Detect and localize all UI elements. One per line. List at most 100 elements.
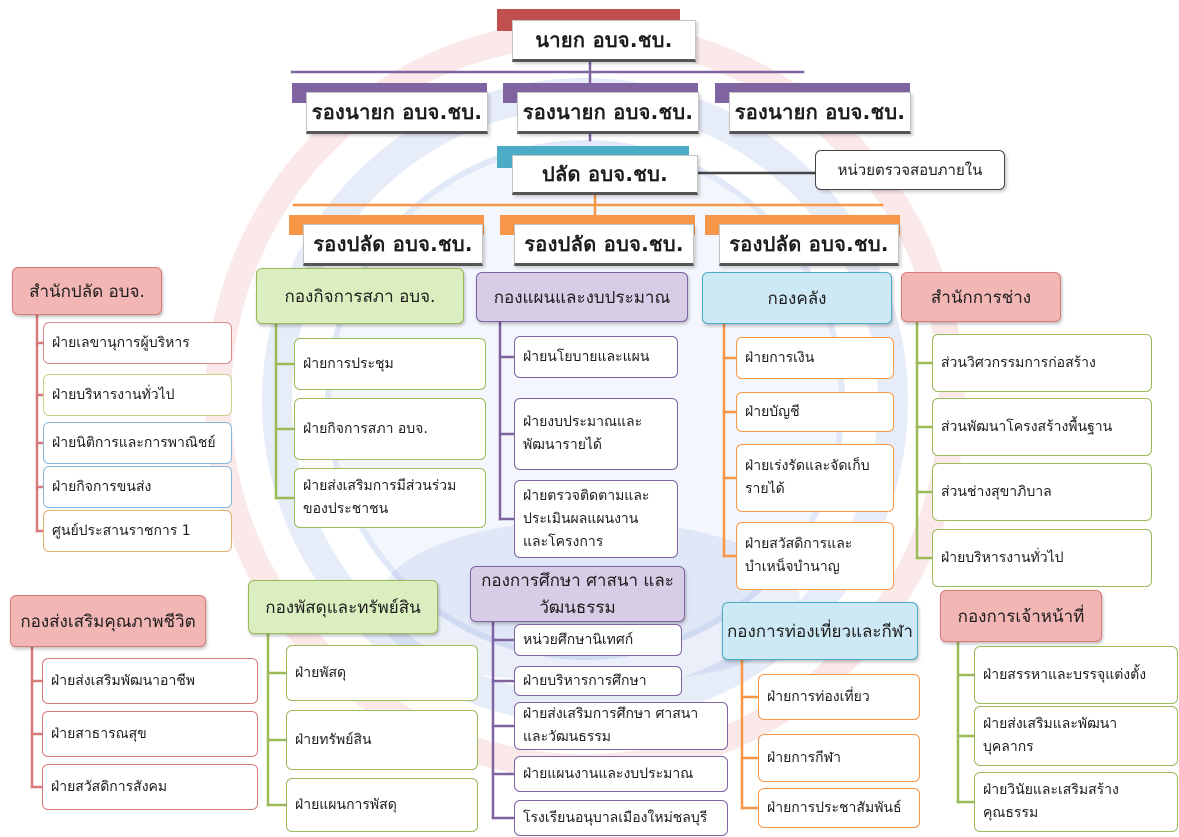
section-box-label: ฝ่ายสรรหาและบรรจุแต่งตั้ง (983, 666, 1147, 683)
section-box-label: ฝ่ายบัญชี (745, 403, 800, 420)
section-box: ฝ่ายสวัสดิการสังคม (42, 764, 258, 810)
internal-audit-box-label: หน่วยตรวจสอบภายใน (837, 161, 983, 179)
division-header-label: สำนักการช่าง (930, 287, 1032, 308)
division-header: สำนักปลัด อบจ. (12, 267, 162, 315)
section-box-label: ฝ่ายบริหารงานทั่วไป (52, 386, 175, 403)
division-header: กองแผนและงบประมาณ (476, 272, 688, 322)
section-box-label: ฝ่ายส่งเสริมการศึกษา ศาสนา และวัฒนธรรม (523, 706, 699, 745)
section-box: ฝ่ายสวัสดิการและ บำเหน็จบำนาญ (736, 522, 894, 590)
division-header: กองกิจการสภา อบจ. (256, 268, 464, 324)
internal-audit-box: หน่วยตรวจสอบภายใน (815, 150, 1005, 190)
deputy-mayor-box: รองนายก อบจ.ชบ. (306, 92, 488, 134)
section-box: ฝ่ายวินัยและเสริมสร้าง คุณธรรม (974, 772, 1178, 832)
section-box: ฝ่ายสรรหาและบรรจุแต่งตั้ง (974, 646, 1178, 704)
section-box: ฝ่ายเลขานุการผู้บริหาร (43, 322, 232, 364)
section-box-label: ฝ่ายพัสดุ (295, 664, 347, 681)
section-box: ฝ่ายการกีฬา (758, 734, 920, 782)
deputy-clerk-box-label: รองปลัด อบจ.ชบ. (524, 232, 684, 256)
section-box-label: ส่วนช่างสุขาภิบาล (941, 483, 1052, 500)
section-box: โรงเรียนอนุบาลเมืองใหม่ชลบุรี (514, 800, 728, 836)
section-box: ฝ่ายบัญชี (736, 392, 894, 432)
section-box-label: ฝ่ายการประชาสัมพันธ์ (767, 799, 902, 816)
section-box: ฝ่ายการประชุม (294, 338, 486, 390)
deputy-mayor-box-label: รองนายก อบจ.ชบ. (311, 100, 483, 124)
section-box-label: ฝ่ายสวัสดิการและ บำเหน็จบำนาญ (745, 536, 853, 575)
section-box: ฝ่ายการประชาสัมพันธ์ (758, 788, 920, 828)
deputy-clerk-box-label: รองปลัด อบจ.ชบ. (729, 232, 889, 256)
section-box: ศูนย์ประสานราชการ 1 (43, 510, 232, 552)
deputy-clerk-box: รองปลัด อบจ.ชบ. (303, 224, 483, 266)
section-box-label: ฝ่ายการกีฬา (767, 749, 842, 766)
section-box: ฝ่ายเร่งรัดและจัดเก็บ รายได้ (736, 444, 894, 512)
section-box-label: ฝ่ายส่งเสริมพัฒนาอาชีพ (51, 672, 196, 689)
deputy-clerk-box: รองปลัด อบจ.ชบ. (514, 224, 694, 266)
section-box-label: ฝ่ายการเงิน (745, 349, 815, 366)
section-box: ฝ่ายส่งเสริมและพัฒนา บุคลากร (974, 706, 1178, 766)
clerk-box-label: ปลัด อบจ.ชบ. (541, 162, 669, 186)
division-header: กองการศึกษา ศาสนา และ วัฒนธรรม (470, 566, 685, 622)
division-header-label: สำนักปลัด อบจ. (29, 281, 145, 302)
section-box: ฝ่ายการเงิน (736, 337, 894, 379)
section-box: ฝ่ายบริหารการศึกษา (514, 666, 682, 696)
division-header: สำนักการช่าง (901, 272, 1061, 322)
section-box: ส่วนช่างสุขาภิบาล (932, 463, 1152, 521)
division-header: กองพัสดุและทรัพย์สิน (248, 580, 438, 634)
section-box: หน่วยศึกษานิเทศก์ (514, 624, 682, 656)
division-header-label: กองแผนและงบประมาณ (493, 287, 671, 308)
section-box-label: ส่วนวิศวกรรมการก่อสร้าง (941, 354, 1096, 371)
section-box-label: ฝ่ายงบประมาณและ พัฒนารายได้ (523, 414, 643, 453)
section-box-label: ฝ่ายบริหารงานทั่วไป (941, 549, 1064, 566)
division-header-label: กองพัสดุและทรัพย์สิน (265, 597, 421, 618)
division-header-label: กองการศึกษา ศาสนา และ วัฒนธรรม (481, 571, 674, 618)
section-box-label: ฝ่ายทรัพย์สิน (295, 731, 372, 748)
section-box: ฝ่ายนิติการและการพาณิชย์ (43, 422, 232, 464)
section-box-label: ฝ่ายกิจการสภา อบจ. (303, 420, 428, 437)
section-box-label: ฝ่ายแผนการพัสดุ (295, 796, 397, 813)
section-box-label: ฝ่ายบริหารการศึกษา (523, 672, 647, 689)
deputy-clerk-box: รองปลัด อบจ.ชบ. (719, 224, 899, 266)
section-box-label: ฝ่ายการท่องเที่ยว (767, 688, 870, 705)
section-box: ฝ่ายพัสดุ (286, 645, 478, 701)
deputy-mayor-box-label: รองนายก อบจ.ชบ. (522, 100, 694, 124)
division-header: กองส่งเสริมคุณภาพชีวิต (10, 595, 206, 647)
section-box-label: ฝ่ายเลขานุการผู้บริหาร (52, 334, 190, 351)
division-header-label: กองการเจ้าหน้าที่ (957, 606, 1085, 627)
division-header-label: กองการท่องเที่ยวและกีฬา (727, 621, 913, 642)
section-box-label: ส่วนพัฒนาโครงสร้างพื้นฐาน (941, 418, 1113, 435)
section-box: ฝ่ายแผนงานและงบประมาณ (514, 756, 728, 792)
section-box-label: ฝ่ายตรวจติดตามและ ประเมินผลแผนงาน และโคร… (523, 487, 650, 550)
section-box: ฝ่ายส่งเสริมการศึกษา ศาสนา และวัฒนธรรม (514, 702, 728, 750)
section-box: ฝ่ายสาธารณสุข (42, 711, 258, 757)
deputy-clerk-box-label: รองปลัด อบจ.ชบ. (313, 232, 473, 256)
section-box-label: ฝ่ายวินัยและเสริมสร้าง คุณธรรม (983, 782, 1119, 821)
section-box-label: ศูนย์ประสานราชการ 1 (52, 522, 191, 539)
section-box: ฝ่ายนโยบายและแผน (514, 336, 678, 378)
section-box-label: หน่วยศึกษานิเทศก์ (523, 631, 634, 648)
division-header: กองการเจ้าหน้าที่ (940, 590, 1102, 642)
division-header-label: กองกิจการสภา อบจ. (284, 286, 436, 307)
section-box: ฝ่ายแผนการพัสดุ (286, 778, 478, 832)
section-box: ฝ่ายตรวจติดตามและ ประเมินผลแผนงาน และโคร… (514, 480, 678, 558)
section-box-label: ฝ่ายส่งเสริมและพัฒนา บุคลากร (983, 716, 1118, 755)
section-box-label: ฝ่ายนิติการและการพาณิชย์ (52, 434, 216, 451)
section-box-label: ฝ่ายแผนงานและงบประมาณ (523, 765, 694, 782)
section-box: ฝ่ายงบประมาณและ พัฒนารายได้ (514, 398, 678, 470)
section-box: ฝ่ายบริหารงานทั่วไป (43, 374, 232, 416)
mayor-box: นายก อบจ.ชบ. (512, 20, 696, 62)
mayor-box-label: นายก อบจ.ชบ. (535, 28, 673, 52)
section-box: ฝ่ายส่งเสริมการมีส่วนร่วม ของประชาชน (294, 468, 486, 528)
section-box: ส่วนพัฒนาโครงสร้างพื้นฐาน (932, 398, 1152, 456)
section-box-label: ฝ่ายสาธารณสุข (51, 725, 147, 742)
section-box-label: ฝ่ายกิจการขนส่ง (52, 478, 152, 495)
division-header: กองการท่องเที่ยวและกีฬา (722, 602, 918, 660)
section-box-label: ฝ่ายนโยบายและแผน (523, 348, 650, 365)
section-box: ฝ่ายกิจการสภา อบจ. (294, 398, 486, 460)
section-box-label: โรงเรียนอนุบาลเมืองใหม่ชลบุรี (523, 809, 708, 826)
section-box: ฝ่ายทรัพย์สิน (286, 710, 478, 770)
division-header: กองคลัง (702, 272, 892, 324)
division-header-label: กองส่งเสริมคุณภาพชีวิต (20, 611, 196, 632)
section-box-label: ฝ่ายการประชุม (303, 355, 394, 372)
clerk-box: ปลัด อบจ.ชบ. (512, 155, 698, 195)
